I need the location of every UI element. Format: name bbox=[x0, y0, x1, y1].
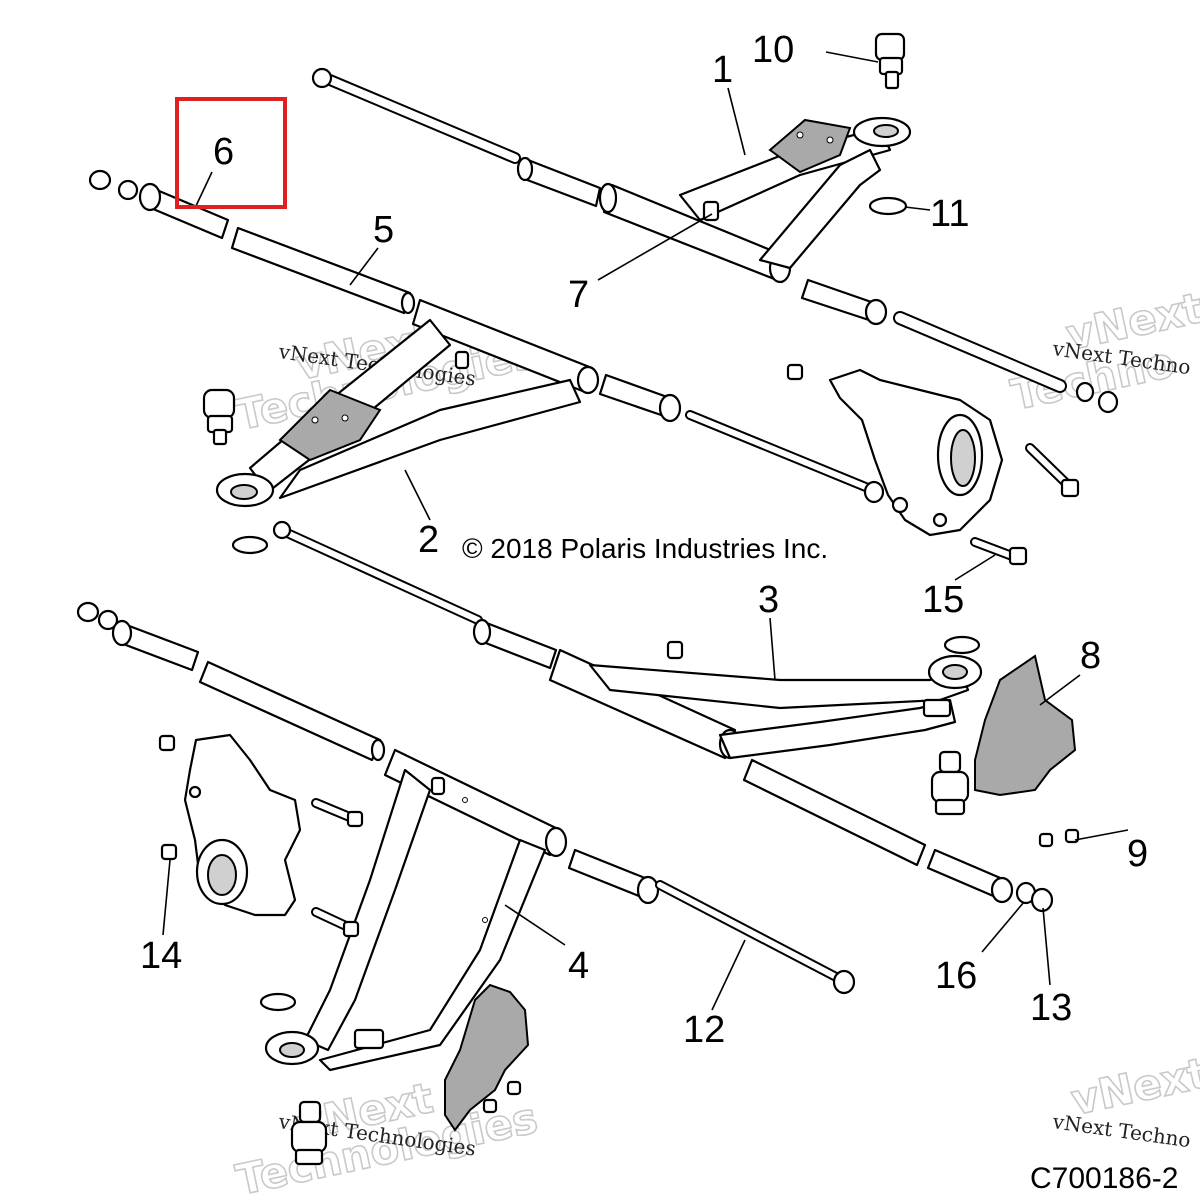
tube-lower-left bbox=[198, 660, 386, 762]
leader-7 bbox=[597, 213, 713, 281]
bolt-knuckle-lower-b bbox=[311, 907, 360, 938]
ball-joint-lower-right bbox=[930, 750, 970, 816]
bolt-upper-middle bbox=[685, 410, 885, 504]
lower-a-arm-4 bbox=[264, 748, 568, 1072]
callout-14[interactable]: 14 bbox=[140, 935, 182, 977]
callout-4[interactable]: 4 bbox=[568, 945, 589, 987]
bushing-lower-top bbox=[472, 618, 558, 670]
bolt-knuckle-upper bbox=[1025, 443, 1080, 498]
drawing-id: C700186-2 bbox=[1030, 1162, 1178, 1195]
retaining-ring-lower-right bbox=[943, 635, 981, 655]
bushing-lower-middle bbox=[567, 848, 660, 905]
bolts-lower-skid bbox=[482, 1080, 522, 1114]
leader-10 bbox=[825, 51, 879, 63]
callout-15[interactable]: 15 bbox=[922, 579, 964, 621]
leader-4 bbox=[504, 904, 566, 946]
watermark-small-bottom-right: vNext Techno bbox=[1050, 1109, 1192, 1152]
upper-a-arm-1 bbox=[598, 116, 912, 284]
bolt-upper-front bbox=[893, 311, 1119, 414]
bushing-6 bbox=[138, 182, 230, 240]
callout-13[interactable]: 13 bbox=[1030, 987, 1072, 1029]
tube-5 bbox=[230, 226, 416, 315]
nut-lower-left bbox=[76, 601, 119, 631]
bolt-lower-long bbox=[272, 520, 483, 625]
bushing-lower-right bbox=[926, 848, 1014, 904]
upper-a-arm-2 bbox=[215, 298, 600, 508]
bushing-upper-rear-1 bbox=[516, 156, 602, 208]
bushing-upper-front bbox=[800, 278, 888, 326]
copyright-notice: © 2018 Polaris Industries Inc. bbox=[462, 533, 828, 564]
ball-joint-upper-left bbox=[202, 388, 236, 446]
retaining-ring-left bbox=[231, 535, 269, 555]
callout-16[interactable]: 16 bbox=[935, 955, 977, 997]
grease-fitting-7 bbox=[702, 200, 720, 222]
bolt-knuckle-lower-a bbox=[311, 798, 364, 828]
retaining-ring-11 bbox=[868, 196, 908, 216]
steering-knuckle-left bbox=[158, 733, 302, 917]
leader-1 bbox=[727, 87, 746, 156]
leader-8 bbox=[1039, 674, 1081, 706]
lower-a-arm-3 bbox=[548, 640, 983, 760]
leader-6 bbox=[194, 171, 213, 209]
callout-labels: 1 2 3 4 5 6 7 8 9 10 11 12 13 14 15 16 bbox=[140, 29, 1148, 1051]
leader-3 bbox=[769, 617, 776, 681]
leader-2 bbox=[404, 469, 431, 521]
ball-joint-lower-left bbox=[290, 1100, 328, 1166]
callout-8[interactable]: 8 bbox=[1080, 635, 1101, 677]
bolt-12 bbox=[655, 880, 856, 995]
callout-2[interactable]: 2 bbox=[418, 519, 439, 561]
skid-plate-lower bbox=[444, 983, 530, 1132]
ball-joint-10 bbox=[874, 32, 906, 90]
callout-10[interactable]: 10 bbox=[752, 29, 794, 71]
bushing-lower-left bbox=[111, 619, 200, 672]
nut-13 bbox=[1030, 887, 1054, 913]
leader-lines bbox=[162, 51, 1129, 1011]
leader-9 bbox=[1074, 829, 1129, 841]
tube-lower-right bbox=[742, 758, 927, 867]
callout-11[interactable]: 11 bbox=[930, 193, 969, 235]
highlight-box-callout-6 bbox=[175, 97, 287, 209]
callout-6[interactable]: 6 bbox=[213, 131, 234, 173]
leader-16 bbox=[981, 901, 1025, 953]
callout-12[interactable]: 12 bbox=[683, 1009, 725, 1051]
callout-3[interactable]: 3 bbox=[758, 579, 779, 621]
leader-12 bbox=[711, 939, 746, 1011]
bolts-9 bbox=[1038, 828, 1080, 848]
bushing-upper-middle bbox=[598, 373, 682, 423]
callout-1[interactable]: 1 bbox=[712, 49, 733, 91]
leader-14 bbox=[162, 859, 171, 936]
leader-13 bbox=[1042, 907, 1051, 986]
bolt-15 bbox=[970, 537, 1028, 566]
leader-11 bbox=[904, 206, 931, 211]
callout-9[interactable]: 9 bbox=[1127, 833, 1148, 875]
skid-plate-8 bbox=[974, 654, 1077, 797]
leader-5 bbox=[349, 247, 379, 286]
retaining-ring-lower-left bbox=[259, 992, 297, 1012]
steering-knuckle-right bbox=[786, 363, 1004, 537]
bolt-upper-rear bbox=[311, 67, 521, 164]
callout-7[interactable]: 7 bbox=[568, 274, 589, 316]
callout-5[interactable]: 5 bbox=[373, 209, 394, 251]
leader-15 bbox=[954, 554, 996, 581]
nut-upper-left bbox=[88, 169, 139, 201]
